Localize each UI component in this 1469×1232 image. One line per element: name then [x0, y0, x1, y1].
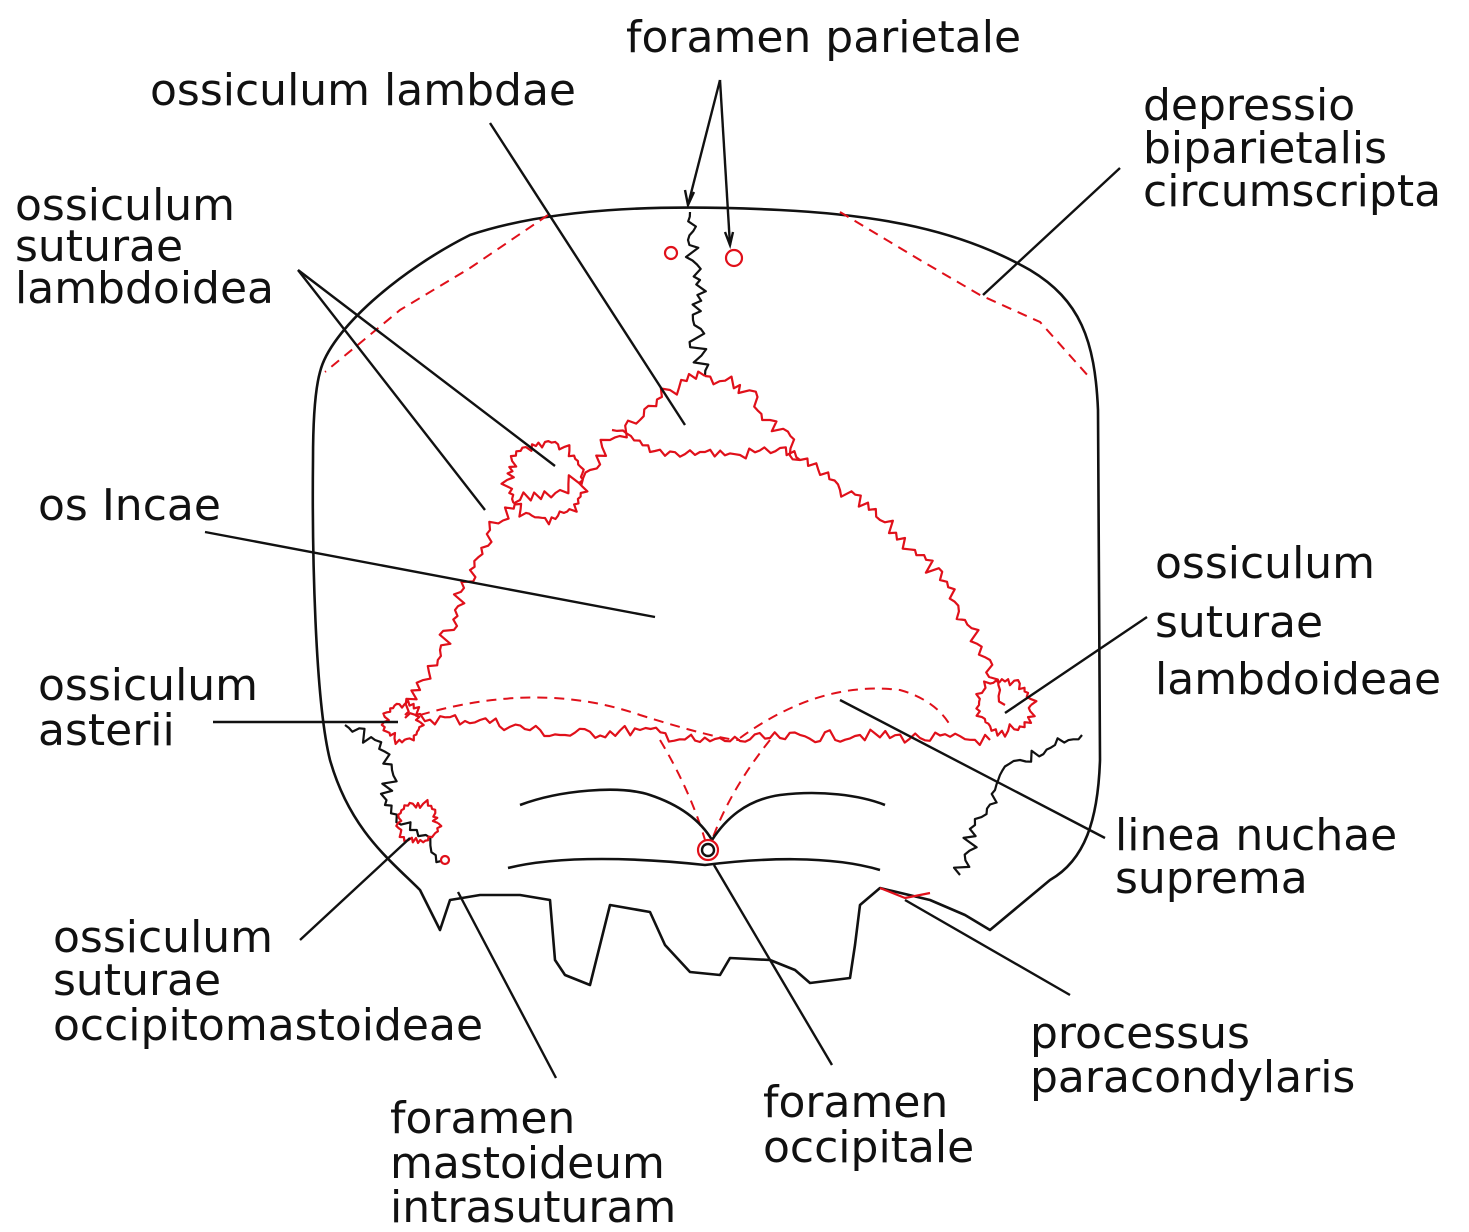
- label-ossiculum-lambdae: ossiculum lambdae: [150, 65, 576, 116]
- os-incae-suture: [405, 372, 1005, 715]
- label-ossiculum-occipitomastoideae: ossiculum suturae occipitomastoideae: [53, 912, 483, 1051]
- label-ossiculum-asterii: ossiculum asterii: [38, 660, 272, 756]
- leader-occipitomastoideae: [300, 838, 410, 940]
- leader-depressio: [983, 168, 1120, 295]
- label-linea-nuchae-suprema: linea nuchae suprema: [1115, 810, 1411, 904]
- label-foramen-mastoideum: foramen mastoideum intrasuturam: [390, 1093, 679, 1232]
- label-depressio-line-3: circumscripta: [1143, 166, 1441, 217]
- occipitomastoid-suture-left: [345, 725, 445, 862]
- external-occipital-crest-left: [660, 740, 705, 840]
- label-ossiculum-suturae-lambdoideae: ossiculum suturae lambdoideae: [1155, 538, 1441, 705]
- leader-foramen-parietale-left: [688, 80, 720, 205]
- label-mastoideum-line-1: foramen: [390, 1093, 575, 1144]
- label-os-incae: os Incae: [38, 480, 221, 531]
- occipitomastoid-suture-right: [954, 735, 1082, 875]
- foramen-parietale-left: [665, 247, 677, 259]
- label-mastoideum-line-3: intrasuturam: [390, 1182, 676, 1232]
- external-occipital-crest-right: [712, 740, 770, 840]
- leader-foramen-parietale-right: [720, 80, 730, 245]
- label-paracondylaris-line-2: paracondylaris: [1030, 1052, 1355, 1103]
- label-lambdoideae-line-2: suturae: [1155, 597, 1323, 648]
- transverse-occipital-suture: [405, 713, 990, 745]
- foramen-parietale-right: [726, 250, 742, 266]
- leader-ossiculum-lambdoideae: [1005, 617, 1147, 713]
- label-occipitomastoideae-line-2: suturae: [53, 955, 221, 1006]
- label-processus-paracondylaris: processus paracondylaris: [1030, 1008, 1355, 1103]
- leader-ossiculum-lambdae: [490, 123, 685, 425]
- label-asterii-line-1: ossiculum: [38, 660, 258, 711]
- label-foramen-parietale: foramen parietale: [626, 12, 1021, 63]
- ossiculum-lambdae-outline: [612, 430, 800, 460]
- foramen-mastoideum-intrasuturam: [441, 856, 449, 864]
- label-ossiculum-suturae-lambdoidea: ossiculum suturae lambdoidea: [15, 180, 274, 314]
- linea-nuchae-suprema-line-right: [740, 689, 950, 738]
- leader-linea-nuchae: [840, 700, 1105, 838]
- linea-nuchae-suprema-line: [420, 698, 740, 741]
- label-foramen-parietale-line-1: foramen parietale: [626, 12, 1021, 63]
- depressio-line-right: [840, 212, 1090, 378]
- label-occipitale-line-2: occipitale: [763, 1122, 974, 1173]
- wormian-bone-right-outline: [976, 679, 1036, 736]
- foramen-occipitale-inner: [702, 844, 714, 856]
- label-asterii-line-2: asterii: [38, 705, 175, 756]
- label-foramen-occipitale: foramen occipitale: [763, 1077, 974, 1173]
- sagittal-suture: [686, 212, 708, 376]
- leader-occipitale: [714, 865, 832, 1065]
- label-linea-nuchae-line-2: suprema: [1115, 853, 1308, 904]
- label-ossiculum-lambdae-line-1: ossiculum lambdae: [150, 65, 576, 116]
- label-os-incae-line-1: os Incae: [38, 480, 221, 531]
- leader-os-incae: [205, 532, 655, 617]
- label-depressio: depressio biparietalis circumscripta: [1143, 80, 1441, 217]
- label-lambdoidea-line-3: lambdoidea: [15, 263, 274, 314]
- superior-nuchal-line: [520, 790, 885, 840]
- label-occipitomastoideae-line-3: occipitomastoideae: [53, 1000, 483, 1051]
- label-lambdoideae-line-3: lambdoideae: [1155, 654, 1441, 705]
- skull-outline: [313, 208, 1100, 985]
- leader-lines: [205, 80, 1147, 1078]
- wormian-bone-left-outline: [502, 441, 588, 524]
- inferior-nuchal-line: [508, 859, 880, 870]
- label-occipitale-line-1: foramen: [763, 1077, 948, 1128]
- label-lambdoideae-line-1: ossiculum: [1155, 538, 1375, 589]
- leader-paracondylaris: [905, 900, 1070, 995]
